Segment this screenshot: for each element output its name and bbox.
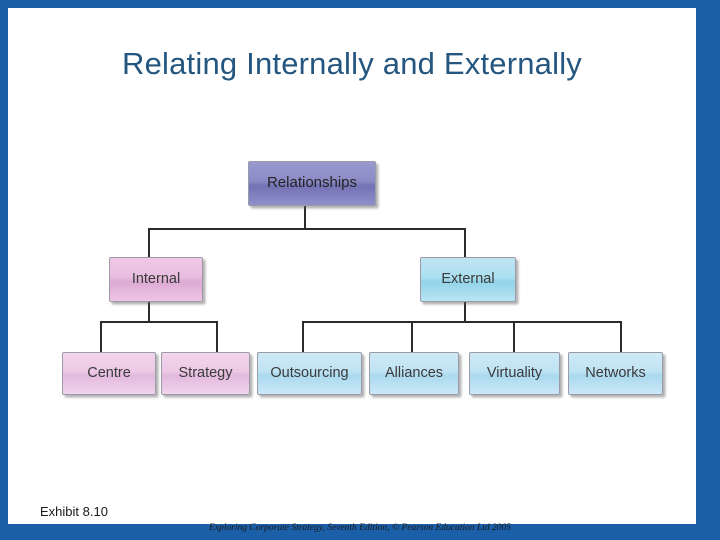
node-label: Networks <box>585 364 646 381</box>
footer-citation: Exploring Corporate Strategy, Seventh Ed… <box>209 523 511 533</box>
node-label: Alliances <box>384 364 444 381</box>
connector-external-child-1 <box>302 321 304 353</box>
node-label: Virtuality <box>486 364 543 381</box>
connector-external-child-2 <box>411 321 413 353</box>
connector-level1-bar <box>148 228 464 230</box>
node-label: External <box>441 270 495 287</box>
connector-internal-child-1 <box>100 321 102 353</box>
node-relationships[interactable]: Relationships <box>248 161 376 206</box>
connector-external-child-3 <box>513 321 515 353</box>
connector-root-down <box>304 206 306 228</box>
slide: Relating Internally and Externally Relat… <box>8 8 696 524</box>
node-internal[interactable]: Internal <box>109 257 203 302</box>
node-strategy[interactable]: Strategy <box>161 352 250 395</box>
connector-external-bar <box>302 321 622 323</box>
node-label: Outsourcing <box>270 364 349 381</box>
node-centre[interactable]: Centre <box>62 352 156 395</box>
node-alliances[interactable]: Alliances <box>369 352 459 395</box>
node-label: Centre <box>87 364 131 381</box>
node-label: Internal <box>131 270 181 287</box>
connector-to-internal <box>148 228 150 258</box>
connector-internal-down <box>148 301 150 321</box>
node-outsourcing[interactable]: Outsourcing <box>257 352 362 395</box>
connector-external-child-4 <box>620 321 622 353</box>
node-external[interactable]: External <box>420 257 516 302</box>
connector-internal-child-2 <box>216 321 218 353</box>
connector-internal-bar <box>100 321 218 323</box>
node-virtuality[interactable]: Virtuality <box>469 352 560 395</box>
page-title: Relating Internally and Externally <box>122 46 582 81</box>
exhibit-label: Exhibit 8.10 <box>40 504 108 519</box>
node-networks[interactable]: Networks <box>568 352 663 395</box>
connector-to-external <box>464 228 466 258</box>
node-label: Strategy <box>178 364 233 381</box>
node-label: Relationships <box>266 174 358 192</box>
connector-external-down <box>464 301 466 321</box>
relationships-diagram: Relationships Internal External Centre S… <box>8 128 696 428</box>
